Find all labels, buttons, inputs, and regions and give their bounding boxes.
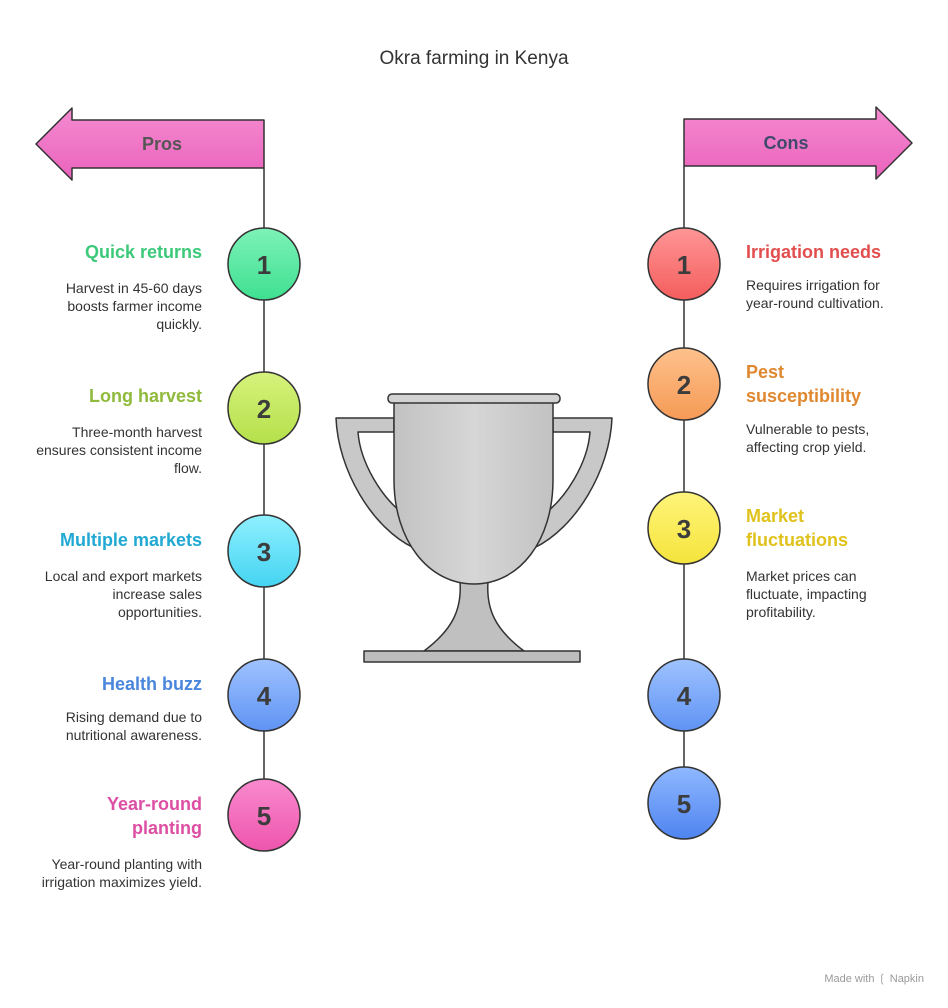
trophy-icon (335, 393, 613, 663)
pros-item-5-description: Year-round planting with irrigation maxi… (41, 856, 202, 890)
cons-step-2: 2 (647, 347, 721, 421)
step-number: 1 (677, 250, 691, 280)
step-number: 2 (257, 394, 271, 424)
pros-item-4-description: Rising demand due to nutritional awarene… (65, 709, 202, 743)
cons-step-4: 4 (647, 658, 721, 732)
cons-label: Cons (764, 133, 809, 153)
cons-arrow: Cons (683, 106, 913, 180)
cons-item-3-title: Market fluctuations (746, 506, 848, 550)
step-number: 1 (257, 250, 271, 280)
step-number: 3 (677, 514, 691, 544)
pros-item-3-description: Local and export markets increase sales … (44, 568, 202, 620)
pros-step-1: 1 (227, 227, 301, 301)
step-number: 4 (677, 681, 692, 711)
cons-step-3: 3 (647, 491, 721, 565)
cons-step-1: 1 (647, 227, 721, 301)
pros-item-3-title: Multiple markets (59, 530, 202, 550)
pros-item-1-title: Quick returns (84, 242, 202, 262)
pros-step-4: 4 (227, 658, 301, 732)
pros-item-5-title: Year-round planting (106, 794, 202, 838)
cons-item-3-description: Market prices can fluctuate, impacting p… (746, 568, 867, 620)
cons-item-2-title: Pest susceptibility (746, 362, 862, 406)
step-number: 3 (257, 537, 271, 567)
napkin-watermark: Made with ❲Napkin (824, 972, 924, 985)
pros-step-3: 3 (227, 514, 301, 588)
cons-step-5: 5 (647, 766, 721, 840)
pros-item-2-title: Long harvest (88, 386, 202, 406)
pros-item-1-description: Harvest in 45-60 days boosts farmer inco… (65, 280, 202, 332)
step-number: 5 (677, 789, 691, 819)
made-with-label: Made with (824, 973, 875, 985)
step-number: 4 (257, 681, 272, 711)
pros-item-4-title: Health buzz (101, 674, 202, 694)
brand-label: Napkin (889, 973, 924, 985)
pros-item-2-description: Three-month harvest ensures consistent i… (36, 424, 202, 476)
pros-arrow: Pros (35, 107, 265, 181)
napkin-logo-icon: ❲ (877, 973, 887, 985)
cons-item-2-description: Vulnerable to pests, affecting crop yiel… (746, 421, 870, 455)
step-number: 2 (677, 370, 691, 400)
pros-step-2: 2 (227, 371, 301, 445)
pros-label: Pros (142, 134, 182, 154)
pros-step-5: 5 (227, 778, 301, 852)
page-title: Okra farming in Kenya (379, 48, 569, 69)
cons-item-1-description: Requires irrigation for year-round culti… (746, 277, 884, 311)
step-number: 5 (257, 801, 271, 831)
cons-item-1-title: Irrigation needs (746, 242, 882, 262)
